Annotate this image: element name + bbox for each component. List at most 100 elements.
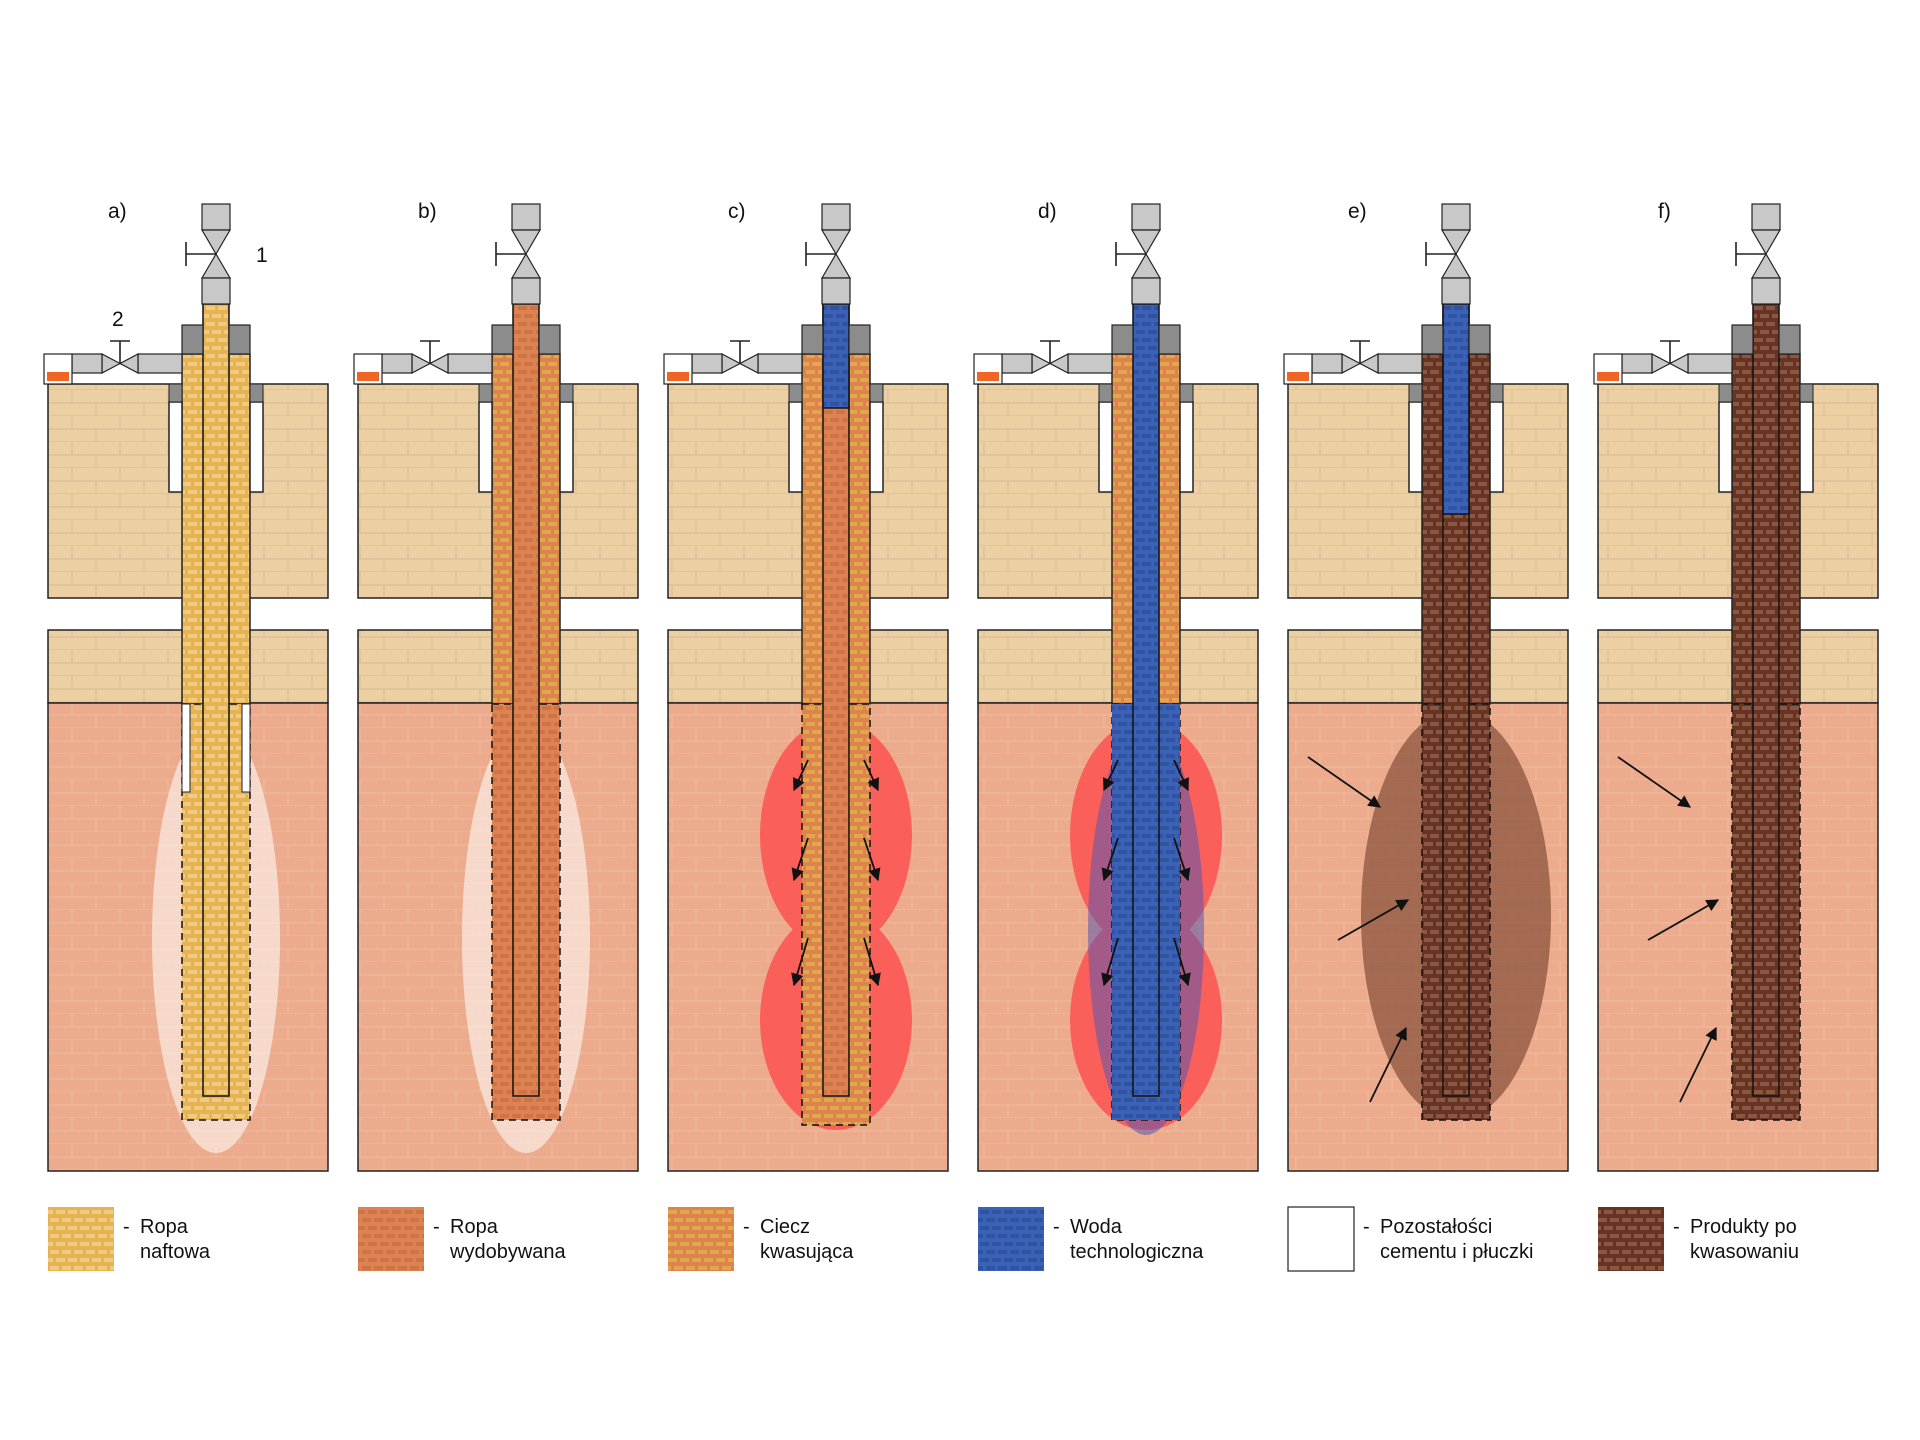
tank-fill <box>47 372 69 381</box>
legend-swatch <box>48 1207 114 1271</box>
flow-arrow <box>1173 937 1191 987</box>
valve-upper-triangle <box>820 229 852 256</box>
outflow-arrows <box>1101 759 1191 987</box>
legend-swatch <box>1287 1206 1355 1272</box>
conductor-left <box>1408 401 1423 493</box>
tubing <box>202 303 230 1097</box>
valve-upper-triangle <box>1130 229 1162 256</box>
flow-arrow <box>863 937 881 987</box>
valve-lower-triangle <box>1750 252 1782 279</box>
top-fitting <box>201 203 231 231</box>
side-valve-left-triangle <box>1031 353 1052 374</box>
side-pipe <box>1067 353 1113 374</box>
conductor-cap-right <box>249 383 264 403</box>
legend-text-line1: Ropa <box>450 1216 499 1238</box>
valve-upper-triangle <box>1750 229 1782 256</box>
side-valve-left-triangle <box>411 353 432 374</box>
tank-fill <box>977 372 999 381</box>
flow-arrow <box>1617 756 1692 808</box>
valve-lower-triangle <box>1440 252 1472 279</box>
conductor-left <box>1718 401 1733 493</box>
valve-lower-triangle <box>820 252 852 279</box>
side-pipe-outer <box>71 353 103 374</box>
conductor-cap-left <box>1098 383 1113 403</box>
panel-f: f) <box>1593 200 1879 1172</box>
valve-handle <box>1115 242 1146 266</box>
legend-dash: - <box>1673 1216 1680 1238</box>
wellhead-cap-right <box>228 324 251 355</box>
side-valve-left-triangle <box>101 353 122 374</box>
conductor-right <box>1489 401 1504 493</box>
legend-text-line2: cementu i płuczki <box>1380 1241 1533 1263</box>
wellhead-cap-left <box>491 324 514 355</box>
legend-swatch <box>1598 1207 1664 1271</box>
conductor-cap-left <box>168 383 183 403</box>
panel-label: b) <box>418 200 437 223</box>
panel-label: c) <box>728 200 746 223</box>
side-pipe <box>137 353 183 374</box>
panel-label: d) <box>1038 200 1057 223</box>
valve-handle <box>185 242 216 266</box>
legend-text-line1: Woda <box>1070 1216 1123 1238</box>
legend-dash: - <box>1053 1216 1060 1238</box>
side-valve-left-triangle <box>1651 353 1672 374</box>
side-valve-left-triangle <box>1341 353 1362 374</box>
legend-dash: - <box>743 1216 750 1238</box>
side-pipe-outer <box>381 353 413 374</box>
side-valve-right-triangle <box>738 353 759 374</box>
tank-fill <box>667 372 689 381</box>
valve-upper-triangle <box>200 229 232 256</box>
conductor-cap-left <box>478 383 493 403</box>
conductor-cap-left <box>788 383 803 403</box>
flow-arrow <box>791 937 809 987</box>
legend-swatch <box>978 1207 1044 1271</box>
valve-lower-triangle <box>1130 252 1162 279</box>
conductor-right <box>1179 401 1194 493</box>
conductor-cap-right <box>869 383 884 403</box>
legend-swatch <box>668 1207 734 1271</box>
valve-upper-triangle <box>510 229 542 256</box>
valve-handle <box>1735 242 1766 266</box>
legend-dash: - <box>123 1216 130 1238</box>
side-valve-right-triangle <box>428 353 449 374</box>
panel-b: b) <box>353 200 639 1172</box>
side-valve-left-triangle <box>721 353 742 374</box>
side-valve-right-triangle <box>1668 353 1689 374</box>
valve-lower-triangle <box>510 252 542 279</box>
top-fitting <box>511 203 541 231</box>
wellhead-cap-left <box>1731 324 1754 355</box>
legend-text-line1: Ciecz <box>760 1216 810 1238</box>
tank-fill <box>1597 372 1619 381</box>
side-valve-handle <box>730 340 750 364</box>
legend-text-line1: Produkty po <box>1690 1216 1797 1238</box>
tubing <box>1132 303 1160 1097</box>
legend-text-line1: Ropa <box>140 1216 189 1238</box>
legend-dash: - <box>433 1216 440 1238</box>
side-valve-right-triangle <box>1048 353 1069 374</box>
side-pipe-outer <box>1001 353 1033 374</box>
side-valve-right-triangle <box>1358 353 1379 374</box>
conductor-left <box>478 401 493 493</box>
flow-arrow <box>1173 837 1191 882</box>
valve-handle <box>495 242 526 266</box>
panel-c: c) <box>663 200 949 1172</box>
legend-text-line1: Pozostałości <box>1380 1216 1492 1238</box>
legend-dash: - <box>1363 1216 1370 1238</box>
conductor-cap-right <box>1489 383 1504 403</box>
side-pipe <box>1687 353 1733 374</box>
side-valve-right-triangle <box>118 353 139 374</box>
side-pipe <box>1377 353 1423 374</box>
wellhead-cap-left <box>181 324 204 355</box>
conductor-cap-left <box>1408 383 1423 403</box>
tubing <box>1752 303 1780 1097</box>
legend-text-line2: kwasowaniu <box>1690 1241 1799 1263</box>
tank-fill <box>357 372 379 381</box>
wellhead-cap-right <box>538 324 561 355</box>
conductor-cap-right <box>1179 383 1194 403</box>
legend-text-line2: wydobywana <box>449 1241 567 1263</box>
side-pipe-outer <box>1311 353 1343 374</box>
panel-d: d) <box>973 200 1259 1172</box>
conductor-right <box>869 401 884 493</box>
side-pipe-outer <box>691 353 723 374</box>
